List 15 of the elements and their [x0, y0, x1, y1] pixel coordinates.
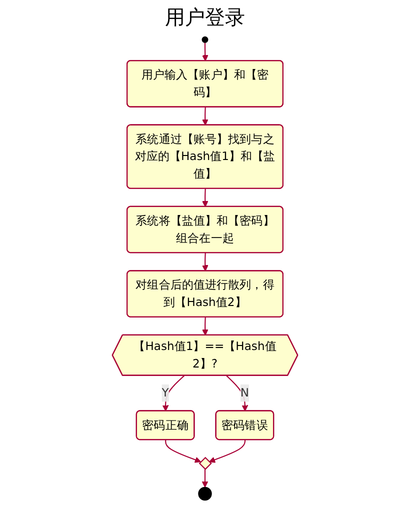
- arrow: [202, 107, 208, 126]
- arrow: [162, 375, 185, 412]
- arrow: [208, 440, 246, 463]
- arrow: [202, 252, 208, 272]
- node-diamond: [198, 456, 212, 470]
- node-circle: [202, 36, 208, 43]
- node-circle: [198, 486, 212, 501]
- edge-label: Y: [162, 386, 169, 400]
- arrow: [202, 469, 208, 488]
- diagram-title: 用户登录: [164, 4, 246, 31]
- arrow: [202, 317, 208, 336]
- arrow: [202, 42, 208, 62]
- edge-label: N: [240, 386, 250, 400]
- arrow: [202, 188, 208, 208]
- arrow: [165, 440, 202, 463]
